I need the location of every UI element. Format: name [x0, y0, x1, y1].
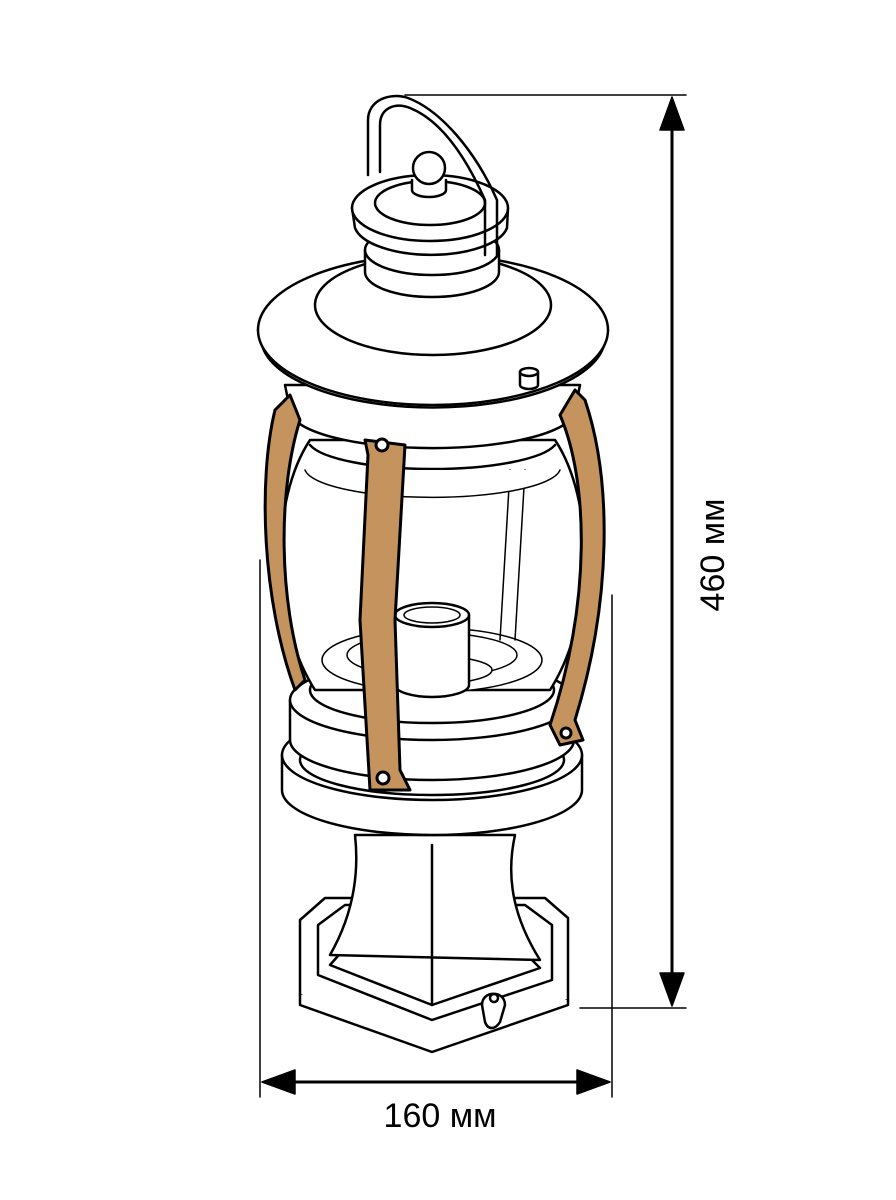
front-strap — [358, 438, 412, 792]
left-strap — [263, 393, 307, 692]
width-dimension — [259, 559, 613, 1098]
glass-globe — [279, 438, 586, 699]
width-label: 160 мм — [384, 1097, 497, 1135]
right-strap — [548, 388, 606, 747]
arrow-right-icon — [576, 1069, 611, 1095]
pedestal — [298, 833, 570, 1054]
arrow-left-icon — [261, 1069, 296, 1095]
bulb-socket-icon — [393, 601, 471, 699]
top-cap — [350, 150, 510, 299]
height-label: 460 мм — [694, 499, 732, 612]
height-dimension — [404, 94, 687, 1009]
handle — [366, 94, 499, 257]
arrow-up-icon — [659, 96, 685, 131]
arrow-down-icon — [659, 972, 685, 1007]
straps — [263, 388, 606, 792]
knob-icon — [411, 150, 447, 186]
screw-icon — [480, 992, 507, 1030]
